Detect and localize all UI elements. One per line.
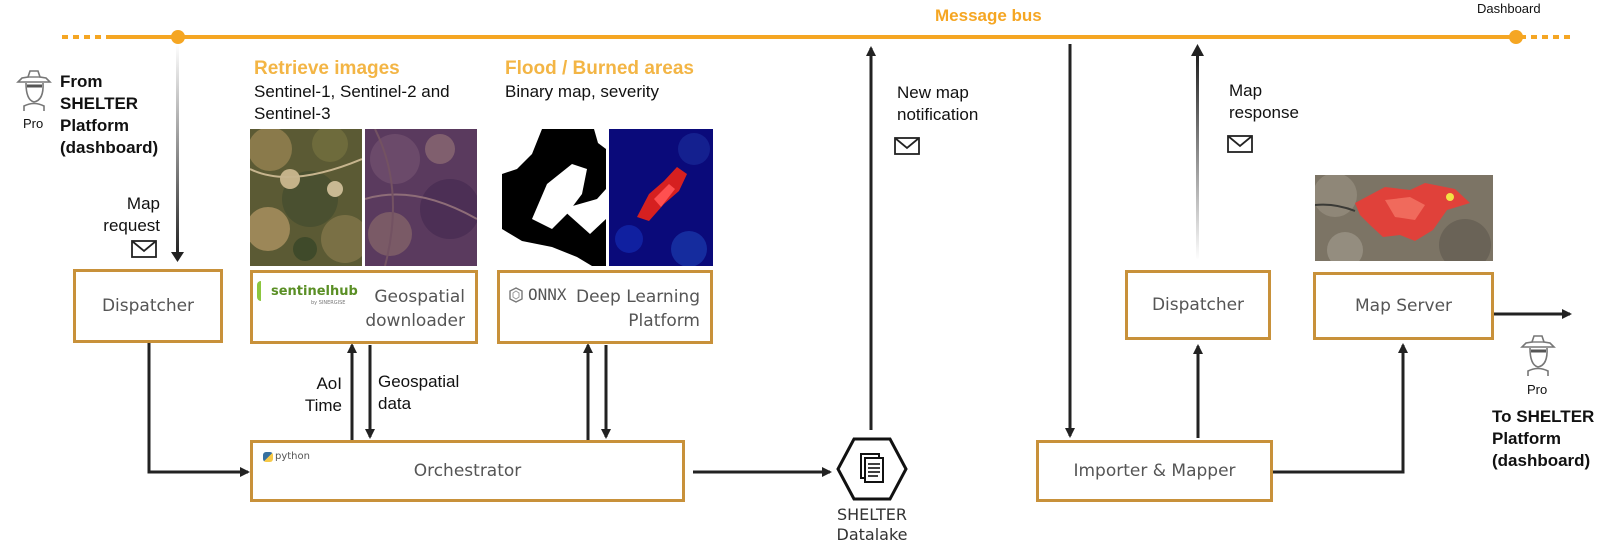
sentinelhub-logo: sentinelhub [257,281,358,301]
sentinel2-image [250,129,362,266]
downloader-label: Geospatial downloader [365,285,465,333]
map-request-label: Map request [96,193,160,237]
onnx-logo: ONNX [508,285,567,304]
python-icon [263,451,273,462]
geo-data-line-2: data [378,394,412,413]
python-logo: python [263,451,310,462]
arrow-map-response [1191,44,1204,56]
sentinel1-image [365,129,477,266]
arrow-to-dispatcher [171,252,184,262]
retrieve-images-title: Retrieve images [254,58,400,79]
dispatcher-left-box: Dispatcher [73,269,223,343]
burned-area-map-image [1315,175,1493,261]
from-line-1: From [60,72,103,91]
from-shelter-label: From SHELTER Platform (dashboard) [60,71,158,159]
datalake-label: SHELTER Datalake [822,505,922,545]
severity-map-image [609,129,713,266]
downloader-line-2: downloader [365,311,465,331]
map-response-label: Map response [1229,80,1299,124]
retrieve-subtitle: Sentinel-1, Sentinel-2 and Sentinel-3 [254,81,450,125]
onnx-wordmark: ONNX [528,285,567,304]
retrieve-subtitle-line-2: Sentinel-3 [254,104,331,123]
pro-label-right: Pro [1527,382,1548,397]
to-line-3: (dashboard) [1492,451,1591,470]
downloader-line-1: Geospatial [374,287,465,307]
new-map-line-1: New map [897,83,969,102]
retrieve-subtitle-line-1: Sentinel-1, Sentinel-2 and [254,82,450,101]
orchestrator-label: Orchestrator [413,461,522,481]
ranger-icon-left [14,68,54,112]
map-response-line-1: Map [1229,81,1263,100]
datalake-icon [836,437,908,501]
bus-node-right [1509,30,1523,44]
aoi-line: AoI [316,374,342,393]
aoi-time-label: AoI Time [300,373,342,417]
map-response-line-2: response [1229,103,1299,122]
geospatial-data-label: Geospatial data [378,371,459,415]
sentinelhub-wordmark: sentinelhub [271,283,358,299]
dl-platform-label: Deep Learning Platform [576,285,700,333]
dispatcher-right-box: Dispatcher [1125,270,1271,340]
from-line-4: (dashboard) [60,138,159,157]
message-bus-title: Message bus [935,6,1042,25]
onnx-icon [509,286,523,303]
map-request-line-1: Map [126,194,160,213]
new-map-notification-label: New map notification [897,82,978,126]
bus-node-left [171,30,185,44]
from-line-3: Platform [60,116,129,135]
sentinelhub-leaf-icon [257,281,269,301]
python-wordmark: python [275,451,310,462]
sinergise-sub: by SINERGISE [311,300,346,306]
flood-subtitle: Binary map, severity [505,82,659,101]
flood-burned-title: Flood / Burned areas [505,58,694,79]
geospatial-downloader-box: sentinelhub by SINERGISE Geospatial down… [250,270,478,344]
to-line-1: To SHELTER [1492,407,1595,426]
pro-label-left: Pro [23,116,44,131]
deep-learning-platform-box: ONNX Deep Learning Platform [497,270,713,344]
from-line-2: SHELTER [60,94,139,113]
dl-platform-line-2: Platform [628,311,700,331]
new-map-line-2: notification [897,105,979,124]
dl-platform-line-1: Deep Learning [575,287,700,307]
arrow-dispatcher-orchestrator [147,342,250,477]
binary-map-image [502,129,606,266]
to-shelter-label: To SHELTER Platform (dashboard) [1492,406,1594,472]
time-line: Time [304,396,342,415]
envelope-icon [894,137,920,155]
map-server-box: Map Server [1313,272,1494,340]
map-request-line-2: request [103,216,160,235]
datalake-line-1: SHELTER [836,505,907,524]
dashboard-label: Dashboard [1477,1,1541,16]
geo-data-line-1: Geospatial [378,372,460,391]
ranger-icon-right [1518,333,1558,377]
arrow-importer-mapserver [1272,343,1408,474]
envelope-icon [1227,135,1253,153]
importer-mapper-box: Importer & Mapper [1036,440,1273,502]
envelope-icon [131,240,157,258]
to-line-2: Platform [1492,429,1561,448]
orchestrator-box: Orchestrator python [250,440,685,502]
datalake-line-2: Datalake [836,525,908,544]
